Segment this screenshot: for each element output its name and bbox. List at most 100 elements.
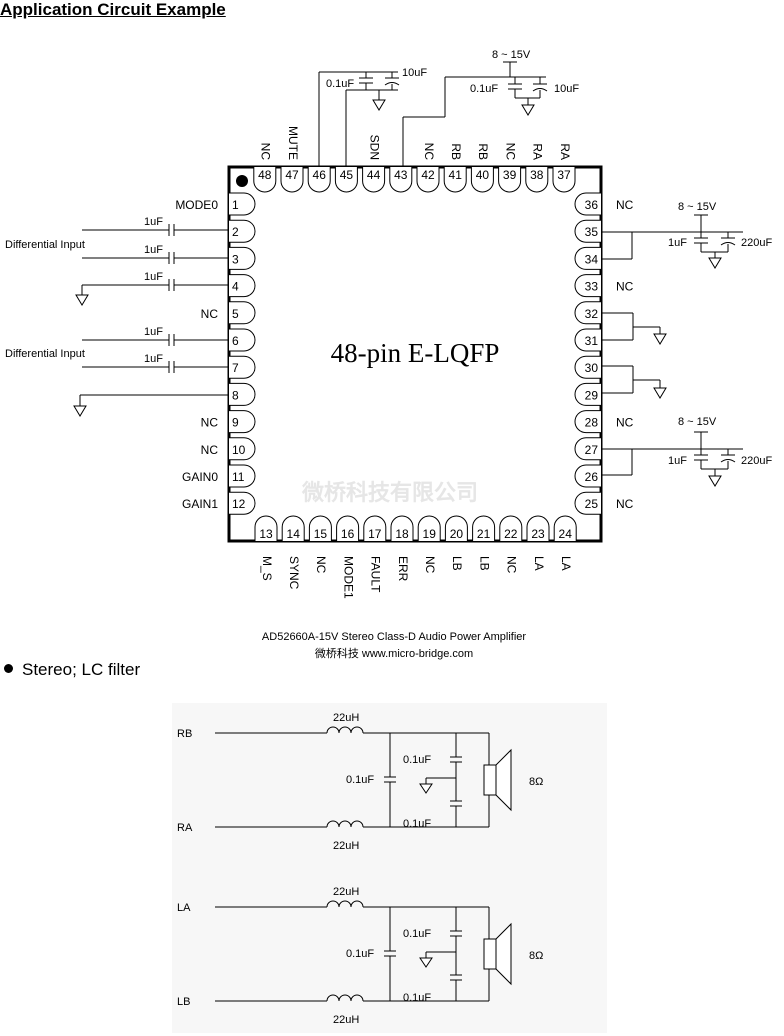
- pin-number: 9: [232, 416, 239, 430]
- pin-number: 42: [421, 168, 435, 182]
- cap-label: 0.1uF: [403, 992, 431, 1004]
- pin-number: 26: [585, 470, 599, 484]
- cap-label: 0.1uF: [403, 928, 431, 940]
- pin: 8: [229, 382, 256, 406]
- pin-number: 1: [232, 198, 239, 212]
- section-title: Stereo; LC filter: [22, 660, 141, 679]
- input-label: RA: [177, 822, 193, 834]
- supply-label: 8 ~ 15V: [678, 201, 717, 213]
- pin-number: 4: [232, 280, 239, 294]
- pin1-marker: [236, 175, 248, 187]
- watermark: 微桥科技有限公司: [301, 480, 478, 505]
- pin-number: 47: [285, 168, 299, 182]
- cap-label: 10uF: [402, 67, 427, 79]
- pin-number: 15: [314, 527, 328, 541]
- pin-number: 35: [585, 225, 599, 239]
- pin-label: SYNC: [287, 556, 301, 590]
- pin-label: NC: [422, 143, 436, 161]
- speaker-icon: [483, 764, 497, 796]
- input-label: LB: [177, 996, 190, 1008]
- pin: 30: [574, 355, 601, 379]
- diff-input-label-2: Differential Input: [5, 348, 85, 360]
- ground-icon: [73, 405, 87, 417]
- cap-label: 1uF: [144, 326, 163, 338]
- pin-number: 21: [477, 527, 491, 541]
- figure-caption-line2: 微桥科技 www.micro-bridge.com: [315, 646, 473, 660]
- page-title: Application Circuit Example: [0, 0, 226, 19]
- pin-label: RB: [449, 143, 463, 160]
- pin-number: 33: [585, 280, 599, 294]
- pin: 7: [229, 355, 256, 379]
- cap-label: 1uF: [668, 455, 687, 467]
- pin: 32: [574, 301, 601, 325]
- pin-number: 44: [367, 168, 381, 182]
- left-input-circuit: [79, 224, 229, 406]
- pin: 9NC: [201, 410, 256, 434]
- pin-number: 17: [368, 527, 382, 541]
- ground-icon: [372, 99, 386, 111]
- pin-label: NC: [423, 556, 437, 574]
- pin-number: 45: [340, 168, 354, 182]
- cap-label: 10uF: [554, 83, 579, 95]
- pin-number: 19: [423, 527, 437, 541]
- cap-label: 1uF: [144, 244, 163, 256]
- pin: 46: [307, 167, 331, 193]
- pin-label: NC: [314, 556, 328, 574]
- pin: 29: [574, 382, 601, 406]
- pin-number: 30: [585, 361, 599, 375]
- pin-label: NC: [259, 143, 273, 161]
- pin-number: 46: [313, 168, 327, 182]
- inductor-icon: [326, 900, 364, 908]
- pin: 6: [229, 328, 256, 352]
- pin: 4: [229, 274, 256, 298]
- pin-number: 23: [531, 527, 545, 541]
- pin-number: 25: [585, 497, 599, 511]
- inductor-label: 22uH: [333, 1014, 359, 1026]
- pin-number: 5: [232, 307, 239, 321]
- right-supply-circuit: [601, 214, 743, 476]
- inductor-icon: [326, 726, 364, 734]
- pin-label: M_S: [260, 556, 274, 581]
- diff-input-label-1: Differential Input: [5, 239, 85, 251]
- pin-number: 32: [585, 307, 599, 321]
- pin-label: MUTE: [286, 126, 300, 160]
- pin-number: 27: [585, 443, 599, 457]
- pin-label: SDN: [367, 135, 381, 160]
- cap-label: 0.1uF: [326, 78, 354, 90]
- pin-number: 24: [559, 527, 573, 541]
- cap-label: 0.1uF: [470, 83, 498, 95]
- pin-label: GAIN1: [182, 497, 218, 511]
- ground-icon: [75, 294, 89, 306]
- pin-number: 36: [585, 198, 599, 212]
- pin-number: 11: [232, 470, 245, 484]
- pin-number: 31: [585, 334, 599, 348]
- pin-label: LB: [450, 556, 464, 571]
- cap-label: 1uF: [144, 271, 163, 283]
- pin-number: 2: [232, 225, 239, 239]
- pin-label: NC: [616, 497, 634, 511]
- bullet-icon: [4, 664, 13, 674]
- cap-label: 1uF: [144, 216, 163, 228]
- input-label: RB: [177, 728, 192, 740]
- pin-number: 38: [530, 168, 544, 182]
- pin: 44 SDN: [362, 135, 386, 193]
- ground-icon: [419, 957, 433, 968]
- pin-number: 41: [449, 168, 463, 182]
- inductor-icon: [326, 994, 364, 1002]
